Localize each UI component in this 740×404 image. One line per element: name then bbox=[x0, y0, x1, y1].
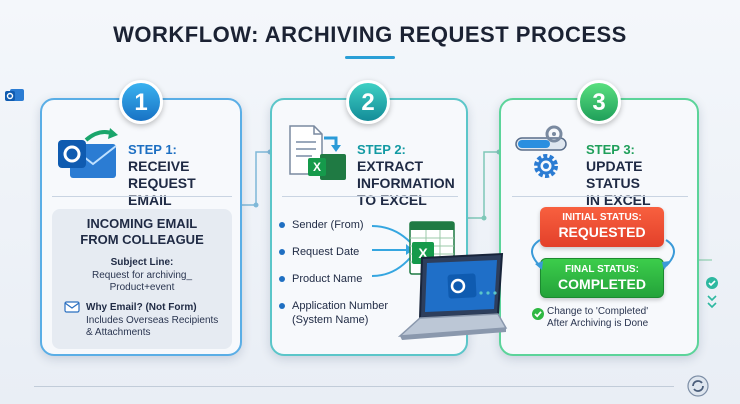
gear-progress-icon bbox=[515, 125, 567, 178]
subject-label: Subject Line: bbox=[110, 257, 174, 268]
final-status-label: FINAL STATUS: bbox=[565, 264, 639, 275]
page-title: WORKFLOW: ARCHIVING REQUEST PROCESS bbox=[113, 22, 627, 47]
outlook-mini-icon bbox=[5, 89, 24, 101]
step3-title: UPDATE STATUS IN EXCEL bbox=[586, 158, 651, 208]
step3-heading: STEP 3:UPDATE STATUS IN EXCEL bbox=[586, 124, 651, 209]
initial-status-label: INITIAL STATUS: bbox=[562, 212, 642, 223]
list-bullet bbox=[279, 249, 285, 255]
email-heading: INCOMING EMAIL FROM COLLEAGUE bbox=[80, 216, 204, 247]
list-item-application-number: Application Number (System Name) bbox=[292, 300, 388, 326]
why-email-value: Includes Overseas Recipients & Attachmen… bbox=[86, 315, 219, 338]
step3-divider bbox=[512, 196, 688, 197]
step1-divider bbox=[52, 196, 232, 197]
step2-badge: 2 bbox=[346, 80, 390, 124]
step3-label: STEP 3: bbox=[586, 142, 635, 157]
sync-logo-icon bbox=[687, 375, 709, 397]
step2-heading: STEP 2:EXTRACT INFORMATION TO EXCEL bbox=[357, 124, 455, 209]
status-transition-arrows bbox=[531, 239, 675, 270]
document-to-excel-icon: X bbox=[289, 125, 346, 180]
step2-divider bbox=[282, 196, 458, 197]
outlook-email-icon bbox=[58, 128, 118, 178]
list-item-product-name: Product Name bbox=[292, 273, 363, 285]
svg-text:X: X bbox=[418, 245, 428, 261]
step2-title: EXTRACT INFORMATION TO EXCEL bbox=[357, 158, 455, 208]
subject-value: Request for archiving_ Product+event bbox=[91, 270, 193, 293]
final-status-badge: FINAL STATUS: COMPLETED bbox=[540, 258, 664, 298]
envelope-icon bbox=[64, 301, 80, 313]
list-item-request-date: Request Date bbox=[292, 246, 360, 258]
list-item-sender: Sender (From) bbox=[292, 219, 364, 231]
side-check-icon bbox=[706, 277, 718, 309]
step2-label: STEP 2: bbox=[357, 142, 406, 157]
laptop-outlook-icon bbox=[398, 252, 508, 340]
incoming-email-box bbox=[52, 209, 232, 349]
final-status-value: COMPLETED bbox=[558, 276, 646, 292]
step1-badge: 1 bbox=[119, 80, 163, 124]
initial-status-badge: INITIAL STATUS: REQUESTED bbox=[540, 207, 664, 247]
list-bullet bbox=[279, 222, 285, 228]
decorative-dots bbox=[479, 291, 497, 295]
step1-title: RECEIVE REQUEST EMAIL bbox=[128, 158, 196, 208]
list-bullet bbox=[279, 303, 285, 309]
step3-badge: 3 bbox=[577, 80, 621, 124]
why-email-label: Why Email? (Not Form) bbox=[86, 302, 197, 313]
footer-divider bbox=[34, 386, 674, 387]
initial-status-value: REQUESTED bbox=[558, 224, 646, 240]
check-circle-icon bbox=[532, 308, 544, 320]
list-bullet bbox=[279, 276, 285, 282]
status-note: Change to 'Completed' After Archiving is… bbox=[547, 306, 649, 329]
title-underline bbox=[345, 56, 395, 59]
step1-label: STEP 1: bbox=[128, 142, 177, 157]
svg-text:X: X bbox=[313, 160, 321, 174]
